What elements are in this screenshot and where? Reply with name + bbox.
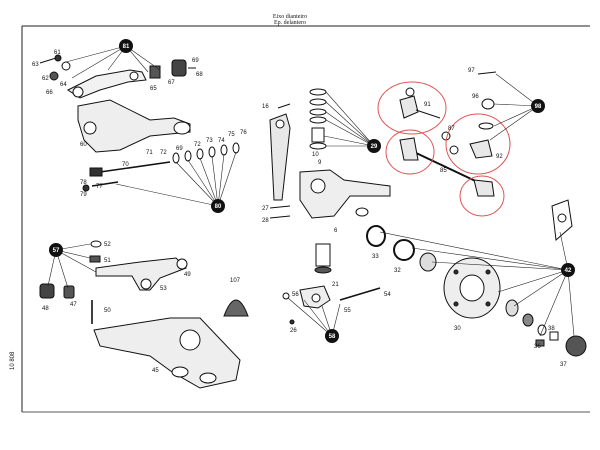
label-77: 77 — [96, 184, 103, 190]
lower-arm-group — [39, 240, 249, 389]
label-96: 96 — [472, 94, 479, 100]
label-55: 55 — [344, 308, 351, 314]
label-32: 32 — [394, 268, 401, 274]
label-54: 54 — [384, 292, 391, 298]
callout-42[interactable]: 42 — [561, 263, 575, 277]
label-66: 66 — [46, 90, 53, 96]
svg-text:42: 42 — [565, 268, 572, 274]
label-60: 60 — [80, 142, 87, 148]
label-6: 6 — [334, 228, 338, 234]
label-33: 33 — [372, 254, 379, 260]
label-56: 56 — [292, 292, 299, 298]
label-10: 10 — [312, 152, 319, 158]
callout-98[interactable]: 98 — [531, 99, 545, 113]
label-76: 76 — [240, 130, 247, 136]
label-87: 87 — [448, 126, 455, 132]
label-69: 69 — [192, 58, 199, 64]
label-52: 52 — [104, 242, 111, 248]
label-85: 85 — [440, 168, 447, 174]
callout-81[interactable]: 81 — [119, 39, 133, 53]
label-36: 36 — [534, 344, 541, 350]
label-78: 78 — [80, 180, 87, 186]
label-21: 21 — [332, 282, 339, 288]
hub-group — [443, 199, 587, 357]
label-97: 97 — [468, 68, 475, 74]
svg-text:57: 57 — [53, 248, 60, 254]
label-45: 45 — [152, 368, 159, 374]
label-75: 75 — [228, 132, 235, 138]
steering-knuckle-group — [269, 88, 437, 325]
svg-text:58: 58 — [329, 334, 336, 340]
label-28: 28 — [262, 218, 269, 224]
label-51: 51 — [104, 258, 111, 264]
label-16: 16 — [262, 104, 269, 110]
label-69b: 69 — [176, 146, 183, 152]
svg-text:81: 81 — [123, 44, 130, 50]
label-49: 49 — [184, 272, 191, 278]
label-48: 48 — [42, 306, 49, 312]
callout-57[interactable]: 57 — [49, 243, 63, 257]
label-9: 9 — [318, 160, 322, 166]
label-26: 26 — [290, 328, 297, 334]
tie-rod-group — [399, 71, 497, 197]
label-107: 107 — [230, 278, 241, 284]
label-73: 73 — [206, 138, 213, 144]
label-79: 79 — [80, 192, 87, 198]
label-72a: 72 — [160, 150, 167, 156]
callout-58[interactable]: 58 — [325, 329, 339, 343]
callout-29[interactable]: 29 — [367, 139, 381, 153]
label-91: 91 — [424, 102, 431, 108]
label-64: 64 — [60, 82, 67, 88]
label-70: 70 — [122, 162, 129, 168]
label-92: 92 — [496, 154, 503, 160]
label-27: 27 — [262, 206, 269, 212]
svg-text:80: 80 — [215, 204, 222, 210]
label-38: 38 — [548, 326, 555, 332]
label-50: 50 — [104, 308, 111, 314]
svg-text:98: 98 — [535, 104, 542, 110]
label-72: 72 — [194, 142, 201, 148]
svg-text:29: 29 — [371, 144, 378, 150]
side-code: 10 808 — [10, 351, 16, 370]
label-68: 68 — [196, 72, 203, 78]
header-line1: Eixo dianteiro — [273, 14, 307, 20]
label-37: 37 — [560, 362, 567, 368]
label-62: 62 — [42, 76, 49, 82]
label-74: 74 — [218, 138, 225, 144]
upper-arm-group — [39, 54, 240, 192]
label-63: 63 — [32, 62, 39, 68]
red-annotation-circles — [377, 81, 511, 217]
label-71: 71 — [146, 150, 153, 156]
callout-80[interactable]: 80 — [211, 199, 225, 213]
label-47: 47 — [70, 302, 77, 308]
part-labels: 63 61 64 66 62 65 67 68 69 60 70 71 72 6… — [32, 50, 567, 374]
label-30: 30 — [454, 326, 461, 332]
label-65: 65 — [150, 86, 157, 92]
header-line2: Ep. delantero — [274, 20, 306, 26]
label-53: 53 — [160, 286, 167, 292]
label-67: 67 — [168, 80, 175, 86]
label-61: 61 — [54, 50, 61, 56]
